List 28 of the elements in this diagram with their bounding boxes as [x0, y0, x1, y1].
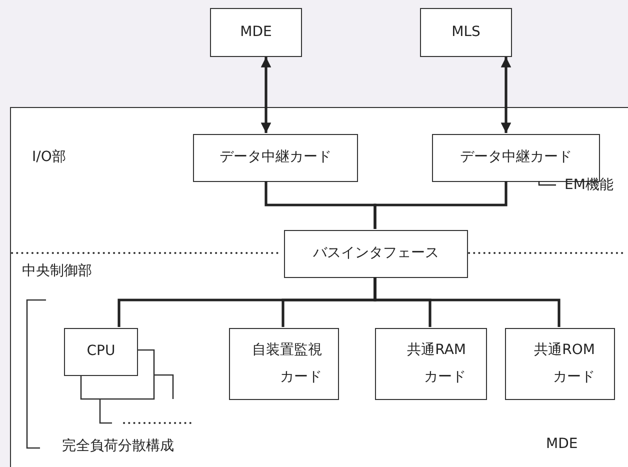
card-label: データ中継カード	[460, 148, 572, 168]
card-label: 共通RAMカード	[406, 341, 466, 387]
section-label: 中央制御部	[22, 262, 92, 280]
card-label: CPU	[86, 342, 116, 362]
card-box	[284, 230, 468, 278]
card-label: バスインタフェース	[313, 244, 439, 264]
unit-frame	[10, 107, 628, 467]
card-box	[375, 328, 487, 400]
card-label: MDE	[240, 22, 272, 42]
note-label: 完全負荷分散構成	[62, 437, 174, 455]
card-label: 共通ROMカード	[533, 341, 595, 387]
card-label: データ中継カード	[220, 148, 332, 168]
leader-line	[538, 181, 556, 186]
card-box	[193, 134, 358, 182]
card-box	[229, 328, 339, 400]
bus-line	[374, 277, 560, 327]
card-box	[64, 328, 138, 376]
function-label: EM機能	[557, 175, 621, 197]
section-label: I/O部	[32, 148, 66, 166]
card-box	[210, 8, 302, 57]
card-label: MLS	[452, 22, 480, 42]
card-box	[420, 8, 512, 57]
arrow	[260, 57, 272, 133]
system-label: MDE	[546, 435, 578, 454]
bus-line	[374, 181, 508, 229]
card-label: 自装置監視カード	[251, 341, 322, 387]
card-box	[505, 328, 615, 400]
arrow	[500, 57, 512, 133]
